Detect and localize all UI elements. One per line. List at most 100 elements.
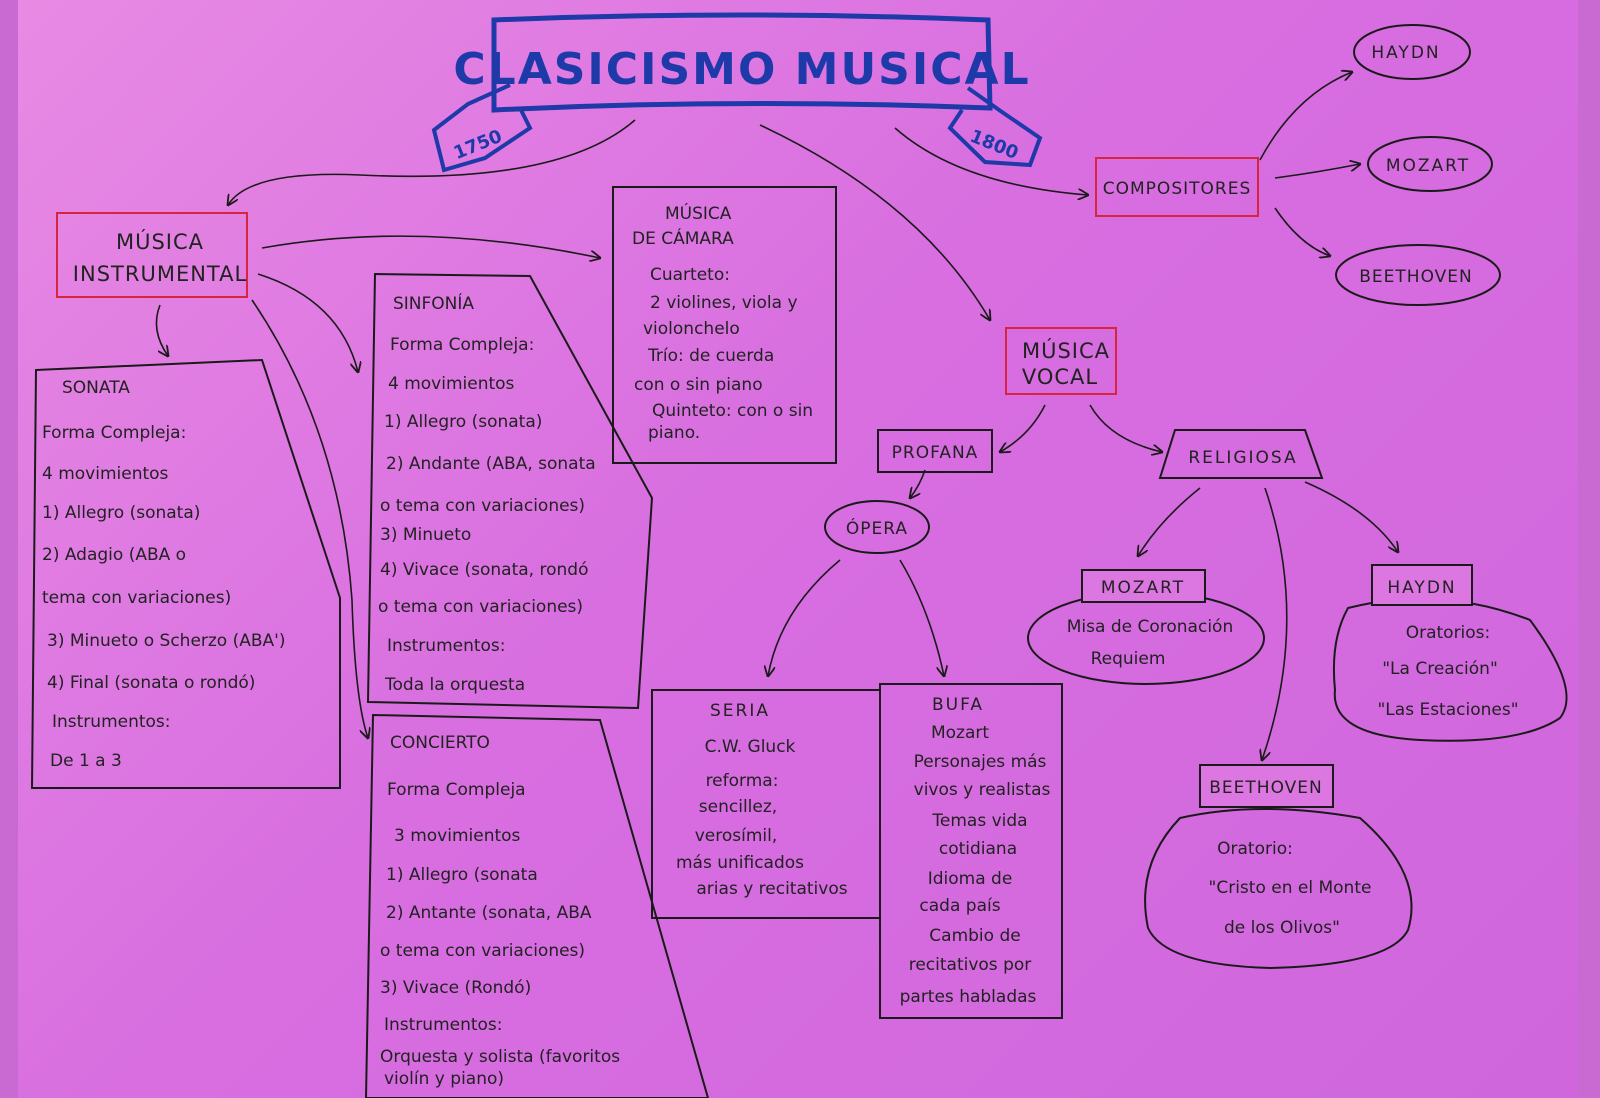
bufa-line: cotidiana [939, 839, 1017, 859]
node-profana: PROFANA [877, 429, 993, 473]
bufa-line: Mozart [931, 723, 989, 743]
sinfonia-line: 4 movimientos [388, 374, 515, 394]
mozart-rel-name: MOZART [1101, 578, 1185, 598]
composer-haydn-name: HAYDN [1371, 43, 1440, 63]
seria-title: SERIA [710, 701, 770, 721]
node-seria: SERIA C.W. Gluck reforma: sencillez, ver… [651, 689, 881, 919]
bufa-line: vivos y realistas [914, 780, 1051, 800]
concierto-line: o tema con variaciones) [380, 941, 585, 961]
sonata-line: tema con variaciones) [42, 588, 231, 608]
sonata-title: SONATA [62, 378, 130, 398]
sonata-line: De 1 a 3 [50, 751, 122, 771]
banner-right-tail [947, 86, 1043, 168]
node-sonata: SONATA Forma Compleja: 4 movimientos 1) … [30, 358, 341, 789]
arrow-profana-opera [910, 469, 926, 498]
concierto-lines: Forma Compleja 3 movimientos 1) Allegro … [380, 780, 620, 1089]
camara-lines: Cuarteto: 2 violines, viola y violonchel… [634, 265, 813, 443]
sinfonia-line: 1) Allegro (sonata) [384, 412, 542, 432]
sinfonia-title: SINFONÍA [393, 292, 474, 314]
camara-title1: MÚSICA [665, 202, 732, 224]
node-beethoven-religiosa: BEETHOVEN Oratorio: "Cristo en el Monte … [1144, 764, 1413, 970]
concierto-box [364, 713, 710, 1098]
arrow-vocal-religiosa [1089, 404, 1162, 452]
arrow-religiosa-mozart [1138, 487, 1201, 556]
node-sinfonia: SINFONÍA Forma Compleja: 4 movimientos 1… [366, 272, 654, 710]
node-religiosa: RELIGIOSA [1158, 429, 1324, 479]
camara-title2: DE CÁMARA [632, 227, 734, 249]
banner-left-tail [431, 83, 533, 173]
node-bufa: BUFA Mozart Personajes más vivos y reali… [879, 683, 1063, 1019]
sinfonia-line: o tema con variaciones) [378, 597, 583, 617]
camara-line: con o sin piano [634, 375, 763, 395]
religiosa-box [1158, 429, 1324, 479]
concierto-line: Forma Compleja [387, 780, 526, 800]
sinfonia-box [366, 272, 654, 710]
bufa-line: Personajes más [914, 752, 1047, 772]
vocal-line2: VOCAL [1022, 365, 1098, 389]
sonata-line: 4 movimientos [42, 464, 169, 484]
seria-line: verosímil, [695, 826, 778, 846]
beethoven-rel-line: "Cristo en el Monte [1209, 878, 1372, 898]
instrumental-line1: MÚSICA [116, 229, 204, 254]
sonata-line: 1) Allegro (sonata) [42, 503, 200, 523]
concierto-line: 2) Antante (sonata, ABA [386, 903, 592, 923]
composer-haydn-ellipse [1353, 24, 1471, 80]
vocal-line1: MÚSICA [1022, 338, 1110, 363]
bufa-box [879, 683, 1063, 1019]
arrow-instrumental-sonata [155, 304, 168, 356]
year-end: 1800 [967, 126, 1021, 164]
sinfonia-line: 4) Vivace (sonata, rondó [380, 560, 588, 580]
banner-ribbon [491, 12, 993, 113]
seria-lines: C.W. Gluck reforma: sencillez, verosímil… [676, 737, 848, 899]
composer-mozart: MOZART [1367, 136, 1493, 192]
sinfonia-line: Instrumentos: [387, 636, 506, 656]
arrow-instrumental-camara [261, 235, 600, 258]
seria-line: reforma: [706, 771, 779, 791]
seria-line: sencillez, [699, 797, 777, 817]
arrow-opera-seria [768, 559, 841, 676]
arrow-vocal-profana [1000, 404, 1046, 452]
bufa-line: Idioma de [928, 869, 1013, 889]
composer-mozart-name: MOZART [1386, 156, 1470, 176]
profana-box [877, 429, 993, 473]
bufa-lines: Mozart Personajes más vivos y realistas … [900, 723, 1051, 1007]
arrow-compositores-beethoven [1274, 207, 1330, 256]
node-opera: ÓPERA [824, 500, 930, 554]
sinfonia-line: o tema con variaciones) [380, 496, 585, 516]
node-instrumental: MÚSICA INSTRUMENTAL [56, 212, 248, 298]
beethoven-rel-line: Oratorio: [1217, 839, 1293, 859]
page-title: CLASICISMO MUSICAL [453, 44, 1030, 95]
mozart-rel-nameplate [1081, 569, 1206, 603]
camara-line: 2 violines, viola y [650, 293, 798, 313]
node-vocal: MÚSICA VOCAL [1005, 327, 1117, 395]
sonata-line: Forma Compleja: [42, 423, 186, 443]
arrow-title-vocal [759, 124, 990, 320]
beethoven-rel-name: BEETHOVEN [1209, 778, 1322, 798]
node-camara: MÚSICA DE CÁMARA Cuarteto: 2 violines, v… [612, 186, 837, 464]
arrow-compositores-haydn [1259, 72, 1352, 161]
sinfonia-line: Toda la orquesta [384, 675, 525, 695]
title-banner: CLASICISMO MUSICAL 1750 1800 [431, 12, 1043, 173]
bufa-line: Temas vida [931, 811, 1027, 831]
sonata-line: 3) Minueto o Scherzo (ABA') [47, 631, 285, 651]
sinfonia-line: Forma Compleja: [390, 335, 534, 355]
node-haydn-religiosa: HAYDN Oratorios: "La Creación" "Las Esta… [1332, 564, 1568, 742]
arrow-religiosa-beethoven [1262, 487, 1288, 760]
haydn-rel-nameplate [1371, 564, 1473, 606]
beethoven-rel-nameplate [1199, 764, 1334, 808]
sonata-line: 4) Final (sonata o rondó) [47, 673, 255, 693]
instrumental-line2: INSTRUMENTAL [73, 262, 247, 286]
concierto-line: 1) Allegro (sonata [386, 865, 538, 885]
opera-label: ÓPERA [846, 517, 908, 539]
arrow-compositores-mozart [1274, 164, 1360, 179]
sonata-lines: Forma Compleja: 4 movimientos 1) Allegro… [42, 423, 285, 771]
camara-line: Cuarteto: [650, 265, 730, 285]
bufa-line: recitativos por [909, 955, 1032, 975]
vocal-box [1005, 327, 1117, 395]
camara-line: violonchelo [643, 319, 740, 339]
sonata-line: 2) Adagio (ABA o [42, 545, 186, 565]
composer-haydn: HAYDN [1353, 24, 1471, 80]
composer-beethoven-ellipse [1335, 244, 1501, 306]
camara-line: piano. [648, 423, 700, 443]
